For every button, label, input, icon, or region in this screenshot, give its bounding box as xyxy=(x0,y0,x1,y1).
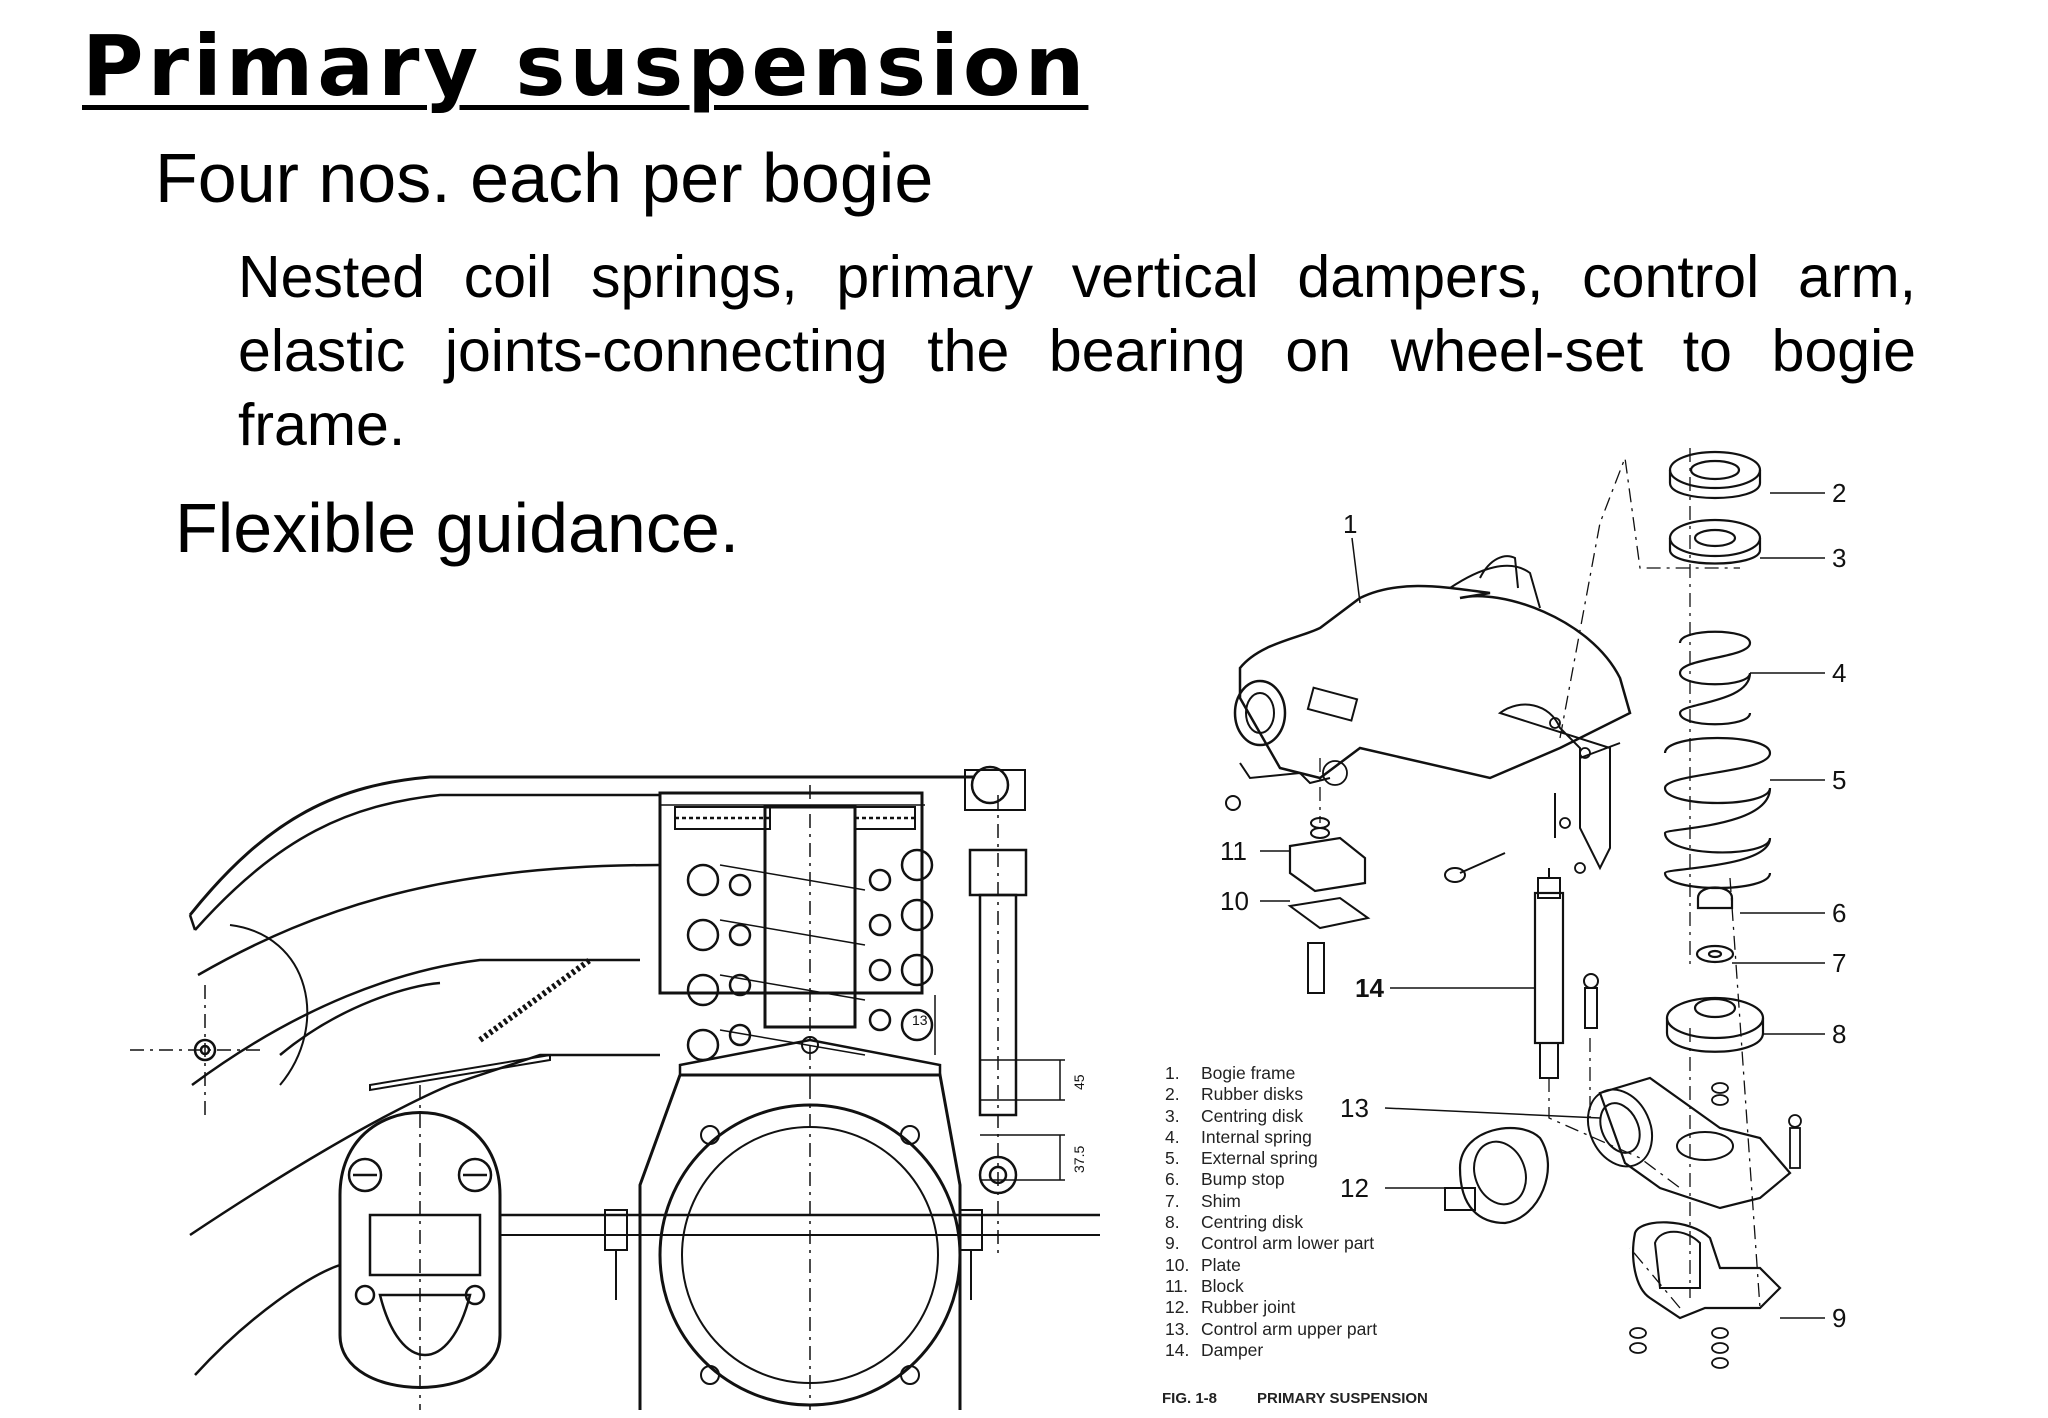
legend-num: 11. xyxy=(1165,1275,1189,1296)
legend-num: 13. xyxy=(1165,1318,1190,1339)
callout-13: 13 xyxy=(1340,1093,1369,1123)
bullet-components: Nested coil springs, primary vertical da… xyxy=(238,244,1916,458)
legend-item: 14. Damper xyxy=(1165,1340,1377,1361)
legend-num: 8. xyxy=(1165,1212,1180,1233)
dim-13: 13 xyxy=(912,1012,928,1028)
dim-37-5: 37.5 xyxy=(1071,1146,1087,1173)
legend-num: 1. xyxy=(1165,1063,1180,1083)
legend-item: 5. External spring xyxy=(1165,1148,1377,1169)
legend-num: 2. xyxy=(1165,1084,1180,1105)
legend-label: Centring disk xyxy=(1201,1105,1304,1126)
bullet-bogie-count: Four nos. each per bogie xyxy=(155,139,934,217)
legend-label: Internal spring xyxy=(1201,1126,1312,1147)
dim-45: 45 xyxy=(1071,1074,1087,1090)
legend-label: Block xyxy=(1201,1275,1244,1296)
legend-item: 13. Control arm upper part xyxy=(1165,1319,1377,1340)
legend-item: 8. Centring disk xyxy=(1165,1212,1377,1233)
legend-label: Damper xyxy=(1201,1339,1264,1360)
legend-label: Control arm upper part xyxy=(1201,1318,1378,1339)
callout-8: 8 xyxy=(1832,1019,1846,1049)
legend-item: 9. Control arm lower part xyxy=(1165,1233,1377,1254)
exploded-assembly-drawing: 1 2 3 4 5 6 7 8 9 10 11 12 13 14 xyxy=(1220,448,1846,1369)
callout-11: 11 xyxy=(1220,836,1247,866)
callout-12: 12 xyxy=(1340,1173,1369,1203)
legend-item: 1. Bogie frame xyxy=(1165,1063,1377,1084)
legend-num: 3. xyxy=(1165,1105,1180,1126)
legend-item: 11. Block xyxy=(1165,1276,1377,1297)
legend-label: Control arm lower part xyxy=(1201,1233,1375,1254)
legend-label: Bogie frame xyxy=(1201,1063,1296,1083)
legend-num: 10. xyxy=(1165,1254,1190,1275)
legend-label: Plate xyxy=(1201,1254,1241,1275)
parts-legend: 1. Bogie frame 2. Rubber disks 3. Centring … xyxy=(1165,1063,1377,1361)
callout-9: 9 xyxy=(1832,1303,1846,1333)
callout-4: 4 xyxy=(1832,658,1846,688)
callout-1: 1 xyxy=(1343,509,1357,539)
legend-label: External spring xyxy=(1201,1148,1318,1169)
legend-num: 6. xyxy=(1165,1169,1180,1190)
legend-item: 2. Rubber disks xyxy=(1165,1084,1377,1105)
legend-num: 5. xyxy=(1165,1148,1180,1169)
legend-num: 4. xyxy=(1165,1126,1180,1147)
legend-item: 10. Plate xyxy=(1165,1255,1377,1276)
legend-label: Shim xyxy=(1201,1190,1241,1211)
slide-title: Primary suspension xyxy=(82,17,1089,115)
legend-num: 12. xyxy=(1165,1297,1190,1318)
callout-7: 7 xyxy=(1832,948,1846,978)
callout-5: 5 xyxy=(1832,765,1846,795)
callout-2: 2 xyxy=(1832,478,1846,508)
legend-num: 7. xyxy=(1165,1190,1180,1211)
legend-label: Rubber joint xyxy=(1201,1297,1296,1318)
legend-item: 6. Bump stop xyxy=(1165,1169,1377,1190)
callout-6: 6 xyxy=(1832,898,1846,928)
legend-item: 12. Rubber joint xyxy=(1165,1297,1377,1318)
suspension-section-drawing: 13 45 37.5 xyxy=(130,765,1100,1410)
legend-item: 7. Shim xyxy=(1165,1191,1377,1212)
callout-3: 3 xyxy=(1832,543,1846,573)
bullet-flexible-guidance: Flexible guidance. xyxy=(175,489,740,567)
legend-label: Centring disk xyxy=(1201,1212,1304,1233)
figure-caption: FIG. 1-8 PRIMARY SUSPENSION xyxy=(1162,1390,1428,1407)
callout-14: 14 xyxy=(1355,973,1384,1003)
callout-10: 10 xyxy=(1220,886,1249,916)
figure-title: PRIMARY SUSPENSION xyxy=(1257,1390,1428,1407)
legend-num: 9. xyxy=(1165,1233,1180,1254)
figure-number: FIG. 1-8 xyxy=(1162,1390,1218,1407)
legend-label: Bump stop xyxy=(1201,1169,1285,1190)
legend-item: 4. Internal spring xyxy=(1165,1127,1377,1148)
legend-num: 14. xyxy=(1165,1339,1190,1360)
legend-item: 3. Centring disk xyxy=(1165,1106,1377,1127)
legend-label: Rubber disks xyxy=(1201,1084,1304,1105)
